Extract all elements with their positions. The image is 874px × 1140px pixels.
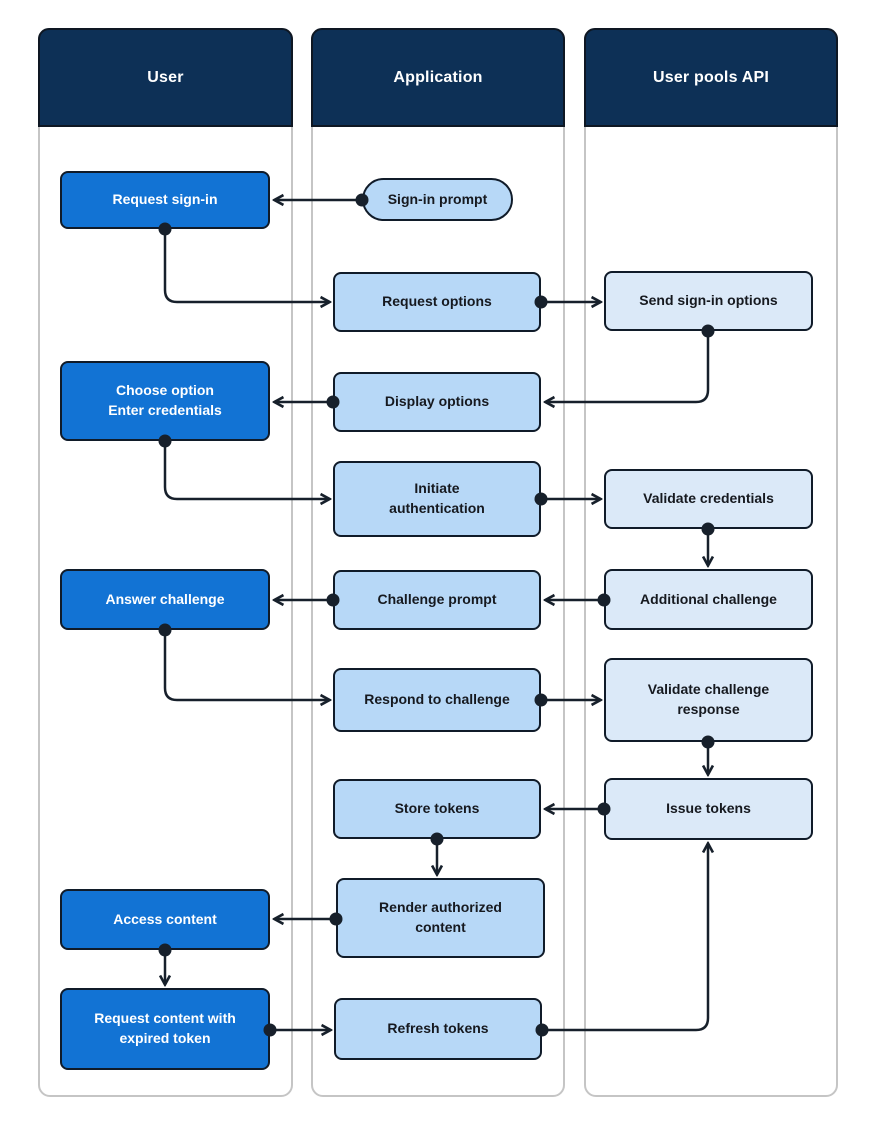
node-choose-option: Choose option Enter credentials (60, 361, 270, 441)
node-additional-challenge: Additional challenge (604, 569, 813, 630)
node-sign-in-prompt: Sign-in prompt (362, 178, 513, 221)
node-initiate-authentication: Initiate authentication (333, 461, 541, 537)
node-request-options: Request options (333, 272, 541, 332)
lane-title: User pools API (652, 68, 769, 86)
node-answer-challenge: Answer challenge (60, 569, 270, 630)
node-issue-tokens: Issue tokens (604, 778, 813, 840)
node-respond-to-challenge: Respond to challenge (333, 668, 541, 732)
node-display-options: Display options (333, 372, 541, 432)
node-validate-credentials: Validate credentials (604, 469, 813, 529)
node-store-tokens: Store tokens (333, 779, 541, 839)
node-send-sign-in-options: Send sign-in options (604, 271, 813, 331)
node-render-authorized-content: Render authorized content (336, 878, 545, 958)
lane-header-application: Application (311, 28, 565, 127)
lane-header-user-pools-api: User pools API (584, 28, 838, 127)
lane-title: User (147, 68, 184, 86)
node-request-content-expired-token: Request content with expired token (60, 988, 270, 1070)
node-request-sign-in: Request sign-in (60, 171, 270, 229)
lane-user-pools-api: User pools API (584, 28, 838, 1097)
node-challenge-prompt: Challenge prompt (333, 570, 541, 630)
lane-header-user: User (38, 28, 293, 127)
lane-title: Application (393, 68, 483, 86)
node-refresh-tokens: Refresh tokens (334, 998, 542, 1060)
node-access-content: Access content (60, 889, 270, 950)
node-validate-challenge-response: Validate challenge response (604, 658, 813, 742)
